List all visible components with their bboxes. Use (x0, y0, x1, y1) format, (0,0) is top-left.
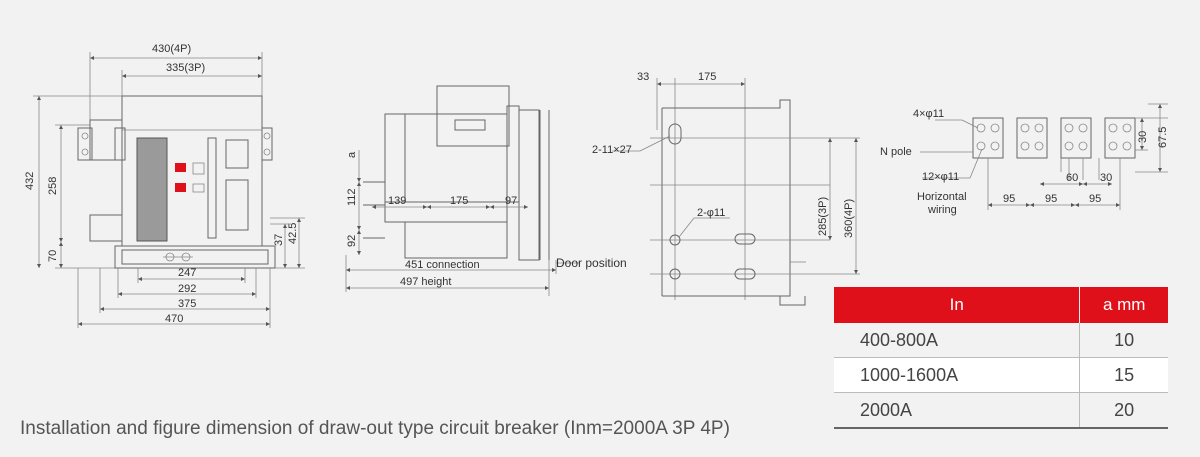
table-cell-in: 2000A (834, 392, 1080, 429)
table-cell-in: 400-800A (834, 323, 1080, 358)
table-header-in: In (834, 287, 1080, 323)
wiring-label: wiring (927, 204, 957, 216)
dim-95-b: 95 (1045, 193, 1057, 205)
dim-a: a (346, 151, 358, 158)
dim-451: 451 connection (405, 259, 480, 271)
slot-label: 2-11×27 (592, 144, 632, 156)
holes-12-label: 12×φ11 (922, 171, 959, 183)
door-position-label: Door position (556, 256, 627, 270)
dim-247: 247 (178, 267, 196, 279)
dim-95-a: 95 (1003, 193, 1015, 205)
dim-360-4p: 360(4P) (843, 199, 855, 238)
mounting-view: 33 175 2-11×27 2-φ11 285(3P) 360(4P) (592, 71, 860, 306)
front-view: 430(4P) 335(3P) 432 258 70 (24, 43, 305, 328)
red-indicator-top (175, 163, 186, 172)
dim-30-h: 30 (1100, 172, 1112, 184)
dim-97: 97 (505, 195, 517, 207)
dim-175-side: 175 (450, 195, 468, 207)
side-view: a 112 92 139 175 97 451 connection 497 h… (345, 85, 627, 296)
dim-60: 60 (1066, 172, 1078, 184)
figure-caption: Installation and figure dimension of dra… (20, 418, 730, 439)
dim-430-4p: 430(4P) (152, 43, 191, 55)
dim-292: 292 (178, 283, 196, 295)
dim-37: 37 (273, 234, 285, 246)
dim-175-mount: 175 (698, 71, 716, 83)
table-cell-a: 20 (1079, 392, 1168, 429)
hole-label-mount: 2-φ11 (697, 207, 725, 219)
current-spec-table: In a mm 400-800A 10 1000-1600A 15 2000A … (834, 287, 1168, 429)
table-cell-a: 10 (1079, 323, 1168, 358)
dim-139: 139 (388, 195, 406, 207)
dim-335-3p: 335(3P) (166, 62, 205, 74)
dim-497: 497 height (400, 276, 451, 288)
dim-92: 92 (346, 235, 358, 247)
dim-33: 33 (637, 71, 649, 83)
dim-432: 432 (24, 172, 36, 190)
red-indicator-bottom (175, 183, 186, 192)
dim-285-3p: 285(3P) (817, 197, 829, 236)
dim-470: 470 (165, 313, 183, 325)
dim-70: 70 (47, 250, 59, 262)
dim-258: 258 (47, 177, 59, 195)
terminal-view: 4×φ11 N pole 12×φ11 Horizontal wiring 95… (880, 103, 1169, 216)
horizontal-label: Horizontal (917, 191, 967, 203)
dim-375: 375 (178, 298, 196, 310)
dim-30-v: 30 (1137, 131, 1149, 143)
table-row: 400-800A 10 (834, 323, 1168, 358)
table-row: 2000A 20 (834, 392, 1168, 429)
dim-42-5: 42.5 (287, 223, 299, 244)
dim-95-c: 95 (1089, 193, 1101, 205)
dim-67-5: 67.5 (1157, 127, 1169, 148)
hole-label-4x: 4×φ11 (913, 108, 944, 120)
table-row: 1000-1600A 15 (834, 357, 1168, 393)
n-pole-label: N pole (880, 146, 912, 158)
table-cell-in: 1000-1600A (834, 357, 1080, 393)
table-header-a-mm: a mm (1079, 287, 1168, 323)
dim-112: 112 (346, 188, 358, 206)
table-cell-a: 15 (1079, 357, 1168, 393)
